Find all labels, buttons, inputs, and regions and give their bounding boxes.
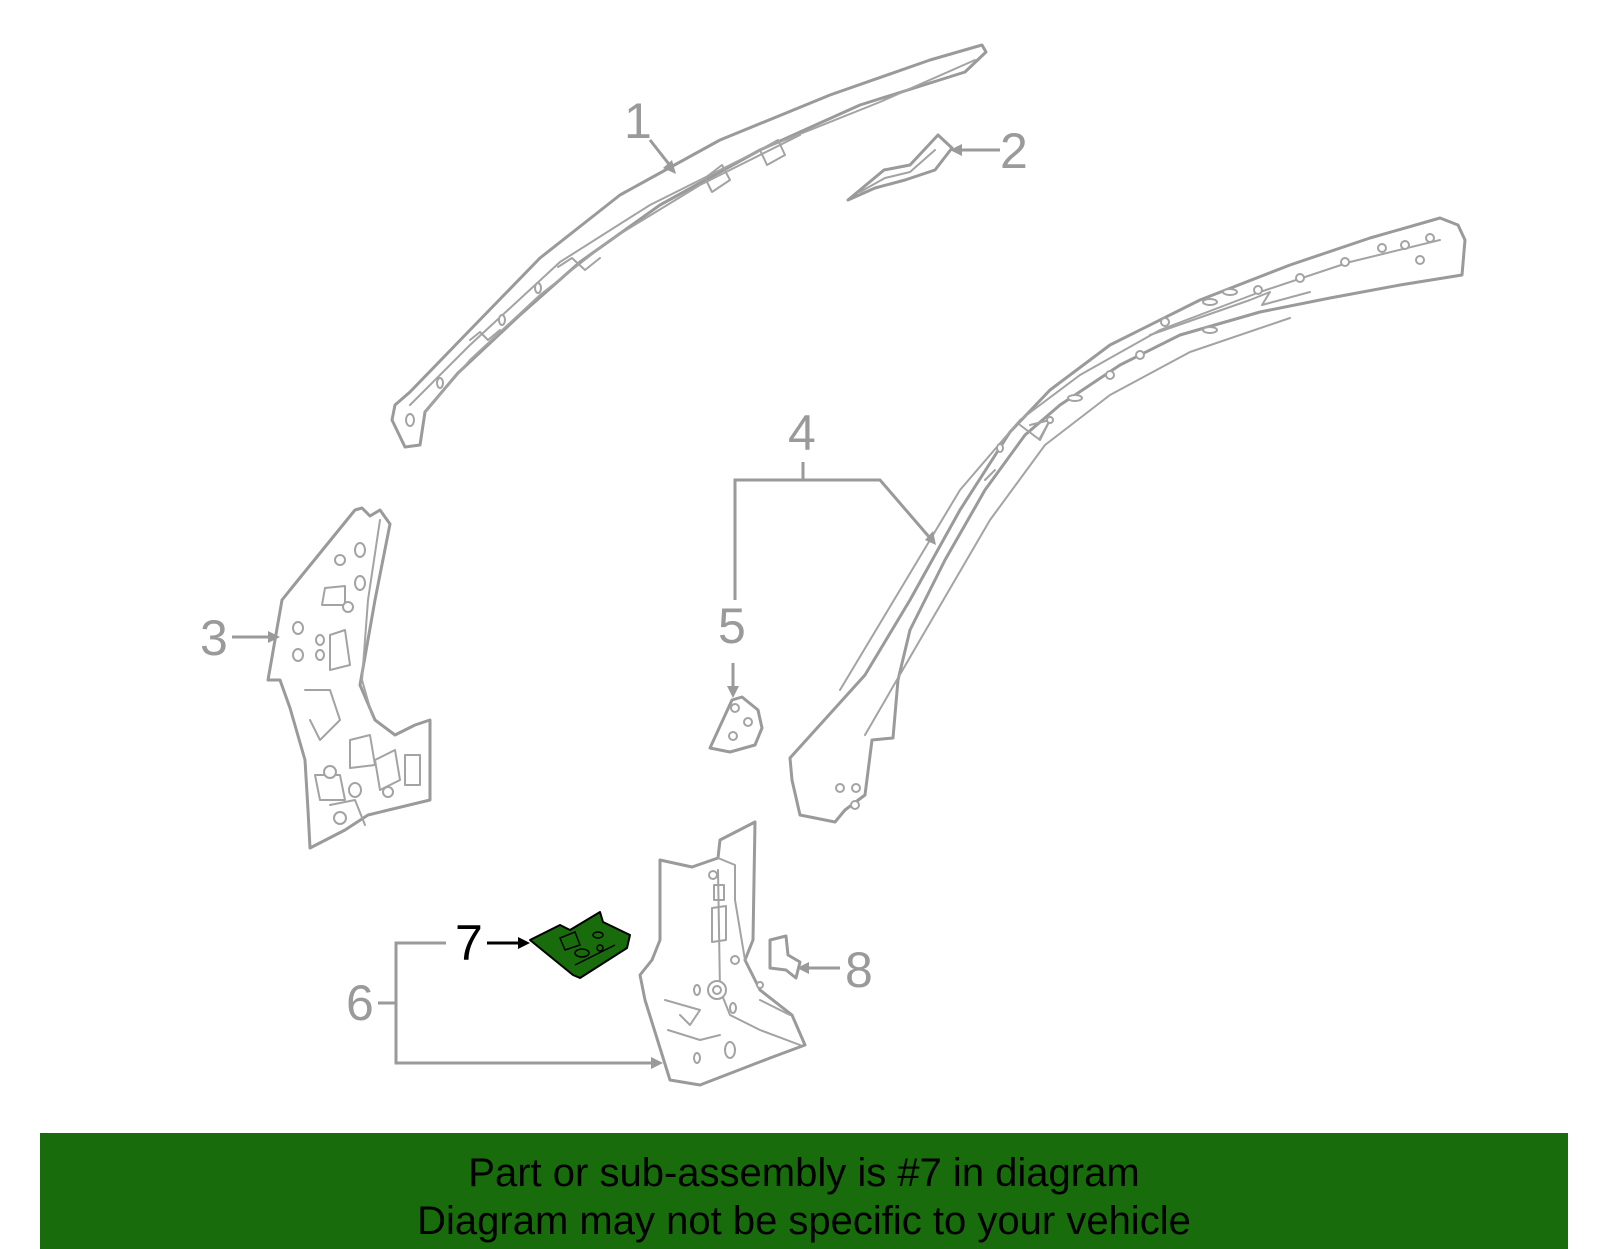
part-5-gusset[interactable]	[708, 695, 764, 754]
banner-line-2: Diagram may not be specific to your vehi…	[417, 1199, 1191, 1243]
part-3-hinge-pillar[interactable]	[266, 506, 432, 850]
banner-line-1: Part or sub-assembly is #7 in diagram	[468, 1151, 1140, 1195]
part-8-bracket[interactable]	[768, 934, 802, 980]
callout-8: 8	[845, 942, 873, 998]
callout-6: 6	[346, 975, 374, 1031]
part-4-pillar-outer[interactable]	[788, 216, 1467, 824]
part-7-bracket-highlighted[interactable]	[529, 911, 631, 979]
callout-1: 1	[624, 93, 652, 149]
leader-lines	[232, 139, 1000, 1069]
callout-5: 5	[718, 598, 746, 654]
part-1-roof-rail[interactable]	[390, 43, 988, 449]
part-2-bracket[interactable]	[846, 133, 954, 202]
callout-4: 4	[788, 405, 816, 461]
callout-2: 2	[1000, 123, 1028, 179]
callout-7: 7	[455, 915, 483, 971]
part-6-lower-pillar[interactable]	[638, 820, 807, 1087]
info-banner: Part or sub-assembly is #7 in diagram Di…	[40, 1133, 1568, 1249]
callout-3: 3	[200, 610, 228, 666]
